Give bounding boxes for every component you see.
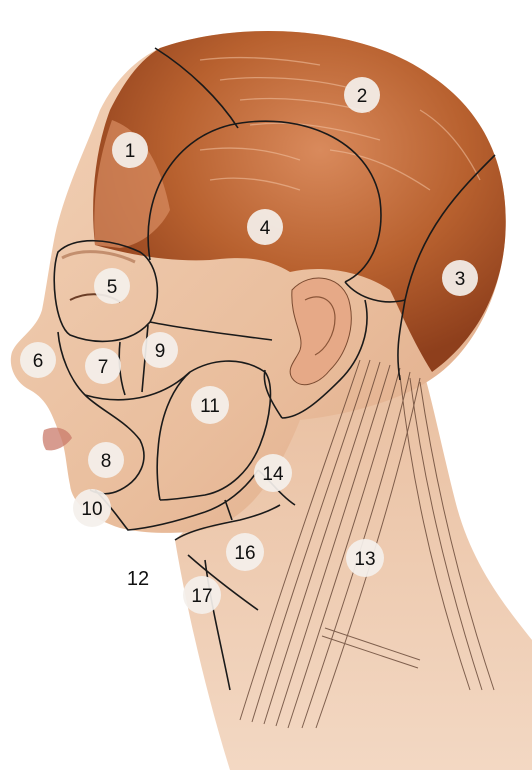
region-12-number: 12 xyxy=(127,568,149,590)
region-4-badge: 4 xyxy=(247,209,283,245)
region-7-badge: 7 xyxy=(85,348,121,384)
region-1-badge: 1 xyxy=(112,132,148,168)
region-13-number: 13 xyxy=(354,549,375,570)
region-5-badge: 5 xyxy=(94,268,130,304)
region-2-badge: 2 xyxy=(344,77,380,113)
region-6-number: 6 xyxy=(33,351,44,372)
region-9-badge: 9 xyxy=(142,332,178,368)
region-16-number: 16 xyxy=(234,543,255,564)
region-17-number: 17 xyxy=(191,586,212,607)
region-14-badge: 14 xyxy=(254,454,292,492)
region-1-number: 1 xyxy=(125,141,136,162)
region-14-number: 14 xyxy=(262,464,284,485)
region-3-badge: 3 xyxy=(442,260,478,296)
region-7-number: 7 xyxy=(98,357,109,378)
region-16-badge: 16 xyxy=(226,533,264,571)
region-9-number: 9 xyxy=(155,341,166,362)
region-10-number: 10 xyxy=(81,499,102,520)
region-11-badge: 11 xyxy=(191,386,229,424)
region-5-number: 5 xyxy=(107,277,118,298)
region-6-badge: 6 xyxy=(20,342,56,378)
region-11-number: 11 xyxy=(200,396,220,417)
region-8-badge: 8 xyxy=(88,442,124,478)
region-2-number: 2 xyxy=(357,86,368,107)
region-17-badge: 17 xyxy=(183,576,221,614)
region-3-number: 3 xyxy=(455,269,466,290)
region-8-number: 8 xyxy=(101,451,112,472)
region-13-badge: 13 xyxy=(346,539,384,577)
region-4-number: 4 xyxy=(260,218,271,239)
region-12-label: 12 xyxy=(127,568,149,590)
region-10-badge: 10 xyxy=(73,489,111,527)
